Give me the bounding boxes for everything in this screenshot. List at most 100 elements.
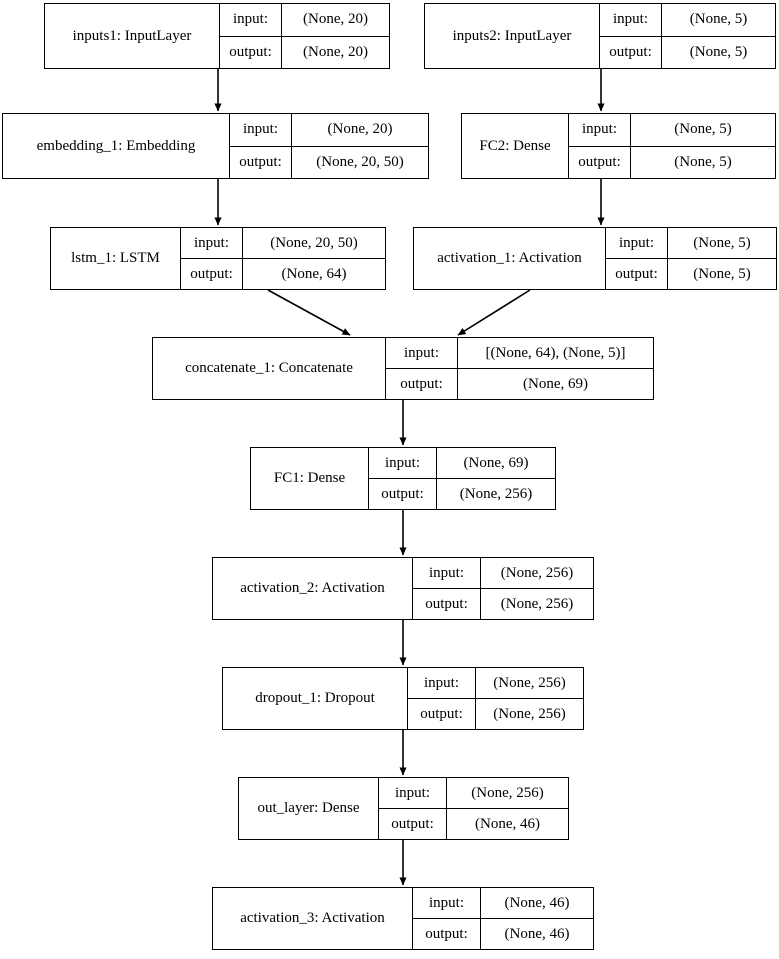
io-value-output: (None, 69) [523, 375, 588, 392]
node-label: out_layer: Dense [239, 778, 379, 839]
io-value-output: (None, 20) [303, 43, 368, 60]
io-value-output: (None, 46) [475, 815, 540, 832]
io-value-input: (None, 20) [327, 121, 393, 138]
node-label: activation_3: Activation [213, 888, 413, 949]
node-io-row-input: input:(None, 256) [408, 668, 583, 699]
node-io-row-input: input: (None, 5) [569, 114, 775, 147]
io-value-input: (None, 5) [689, 11, 748, 28]
node-io-row-output: output:(None, 5) [569, 146, 775, 178]
node-io-table: input:(None, 46)output:(None, 46) [413, 888, 593, 949]
io-value-input: (None, 20, 50) [270, 234, 358, 251]
node-io-table: input: (None, 69) output:(None, 256) [369, 448, 555, 509]
node-io-table: input: (None, 20, 50) output: (None, 64) [181, 228, 385, 289]
node-io-row-input: input: (None, 20, 50) [181, 228, 385, 259]
node-io-table: input:(None, 256)output: (None, 256) [408, 668, 583, 729]
io-value-output: (None, 46) [504, 925, 570, 942]
io-value-output: (None, 20, 50) [316, 153, 404, 170]
io-value-input: (None, 46) [504, 894, 570, 911]
io-key-input: input: [569, 114, 631, 146]
io-value-input: (None, 256) [471, 784, 544, 801]
io-value-input: (None, 256) [493, 674, 566, 691]
io-value-input: (None, 69) [463, 454, 529, 471]
io-key-input: input: [413, 558, 481, 588]
node-io-row-output: output: (None, 5) [606, 259, 776, 289]
io-value-input: (None, 20) [303, 11, 368, 28]
io-key-input: input: [600, 4, 662, 36]
io-key-input: input: [413, 888, 481, 918]
node-io-row-input: input: (None, 256) [413, 558, 593, 589]
node-io-row-output: output:(None, 69) [386, 369, 653, 399]
io-key-output: output: [413, 589, 481, 619]
node-io-row-input: input: (None, 20) [220, 4, 389, 37]
io-key-input: input: [606, 228, 668, 258]
node-io-row-output: output: (None, 256) [408, 699, 583, 729]
node-label: lstm_1: LSTM [51, 228, 181, 289]
node-io-row-output: output: (None, 64) [181, 259, 385, 289]
node-io-table: input: (None, 256) output: (None, 46) [379, 778, 568, 839]
node-io-table: input: (None, 5) output: (None, 5) [600, 4, 775, 68]
node-label: FC1: Dense [251, 448, 369, 509]
io-key-output: output: [181, 259, 243, 289]
io-value-output: (None, 5) [689, 43, 748, 60]
node-io-row-input: input: (None, 5) [600, 4, 775, 37]
io-value-input: (None, 256) [500, 564, 574, 581]
io-value-output: (None, 64) [281, 265, 347, 282]
io-key-input: input: [386, 338, 458, 368]
io-value-output: (None, 256) [493, 705, 566, 722]
io-key-output: output: [379, 809, 447, 839]
node-io-row-output: output: (None, 20, 50) [230, 146, 428, 178]
io-key-output: output: [606, 259, 668, 289]
node-io-row-output: output: (None, 5) [600, 36, 775, 68]
io-key-output: output: [408, 699, 476, 729]
node-io-row-input: input: [(None, 64), (None, 5)] [386, 338, 653, 369]
io-key-output: output: [220, 36, 282, 68]
io-key-input: input: [220, 4, 282, 36]
io-key-input: input: [230, 114, 292, 146]
node-label: activation_1: Activation [414, 228, 606, 289]
node-label: dropout_1: Dropout [223, 668, 408, 729]
node-label: embedding_1: Embedding [3, 114, 230, 178]
node-io-row-output: output:(None, 256) [369, 479, 555, 509]
node-label: FC2: Dense [462, 114, 569, 178]
io-value-input: (None, 5) [674, 121, 732, 138]
io-value-output: (None, 5) [693, 265, 751, 282]
node-io-table: input: (None, 5) output:(None, 5) [569, 114, 775, 178]
io-value-input: [(None, 64), (None, 5)] [485, 344, 626, 361]
io-key-output: output: [569, 146, 631, 178]
node-label: activation_2: Activation [213, 558, 413, 619]
io-key-output: output: [230, 146, 292, 178]
io-key-input: input: [379, 778, 447, 808]
node-io-table: input: (None, 20) output: (None, 20) [220, 4, 389, 68]
node-io-row-output: output:(None, 46) [413, 919, 593, 949]
edge-activation_1-concatenate_1 [457, 289, 531, 336]
node-io-row-input: input: (None, 69) [369, 448, 555, 479]
node-label: inputs1: InputLayer [45, 4, 220, 68]
io-value-output: (None, 256) [459, 485, 533, 502]
node-io-table: input: [(None, 64), (None, 5)] output:(Non… [386, 338, 653, 399]
node-label: inputs2: InputLayer [425, 4, 600, 68]
node-io-table: input: (None, 256) output: (None, 256) [413, 558, 593, 619]
io-key-input: input: [181, 228, 243, 258]
node-io-row-input: input: (None, 5) [606, 228, 776, 259]
node-io-row-output: output: (None, 20) [220, 36, 389, 68]
io-value-output: (None, 256) [500, 595, 574, 612]
node-io-row-input: input: (None, 20) [230, 114, 428, 147]
node-io-table: input: (None, 5) output: (None, 5) [606, 228, 776, 289]
node-io-row-output: output: (None, 256) [413, 589, 593, 619]
io-key-input: input: [369, 448, 437, 478]
io-value-input: (None, 5) [693, 234, 751, 251]
io-key-output: output: [600, 36, 662, 68]
